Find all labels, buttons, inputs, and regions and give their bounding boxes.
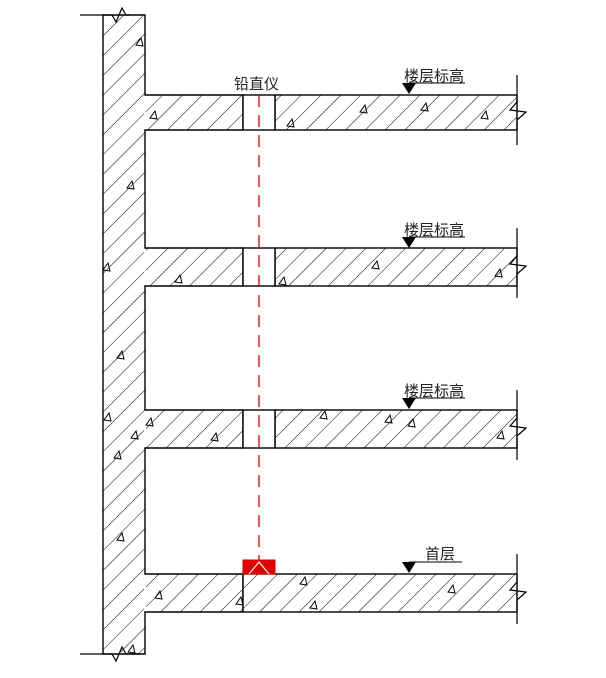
slab-floor-2 — [242, 409, 518, 449]
ground-floor-label: 首层 — [425, 545, 456, 563]
elevation-marker-floor-1 — [402, 561, 462, 573]
elevation-marker-floor-3 — [402, 236, 465, 248]
floor-2-elevation-label: 楼层标高 — [404, 382, 465, 400]
wall-break-lines — [80, 6, 140, 663]
floor-3-elevation-label: 楼层标高 — [404, 221, 465, 239]
aggregate-marks — [102, 36, 505, 654]
slab-floor-3 — [242, 247, 518, 287]
slab-floor-4 — [242, 94, 518, 131]
plumb-instrument-icon — [242, 559, 276, 575]
wall — [102, 14, 244, 655]
elevation-marker-floor-4 — [402, 82, 465, 94]
plumb-instrument-label: 铅直仪 — [234, 75, 280, 93]
slab-floor-1 — [242, 573, 518, 613]
floor-4-elevation-label: 楼层标高 — [404, 67, 465, 85]
slab-break-lines — [508, 75, 528, 624]
elevation-marker-floor-2 — [402, 397, 465, 409]
